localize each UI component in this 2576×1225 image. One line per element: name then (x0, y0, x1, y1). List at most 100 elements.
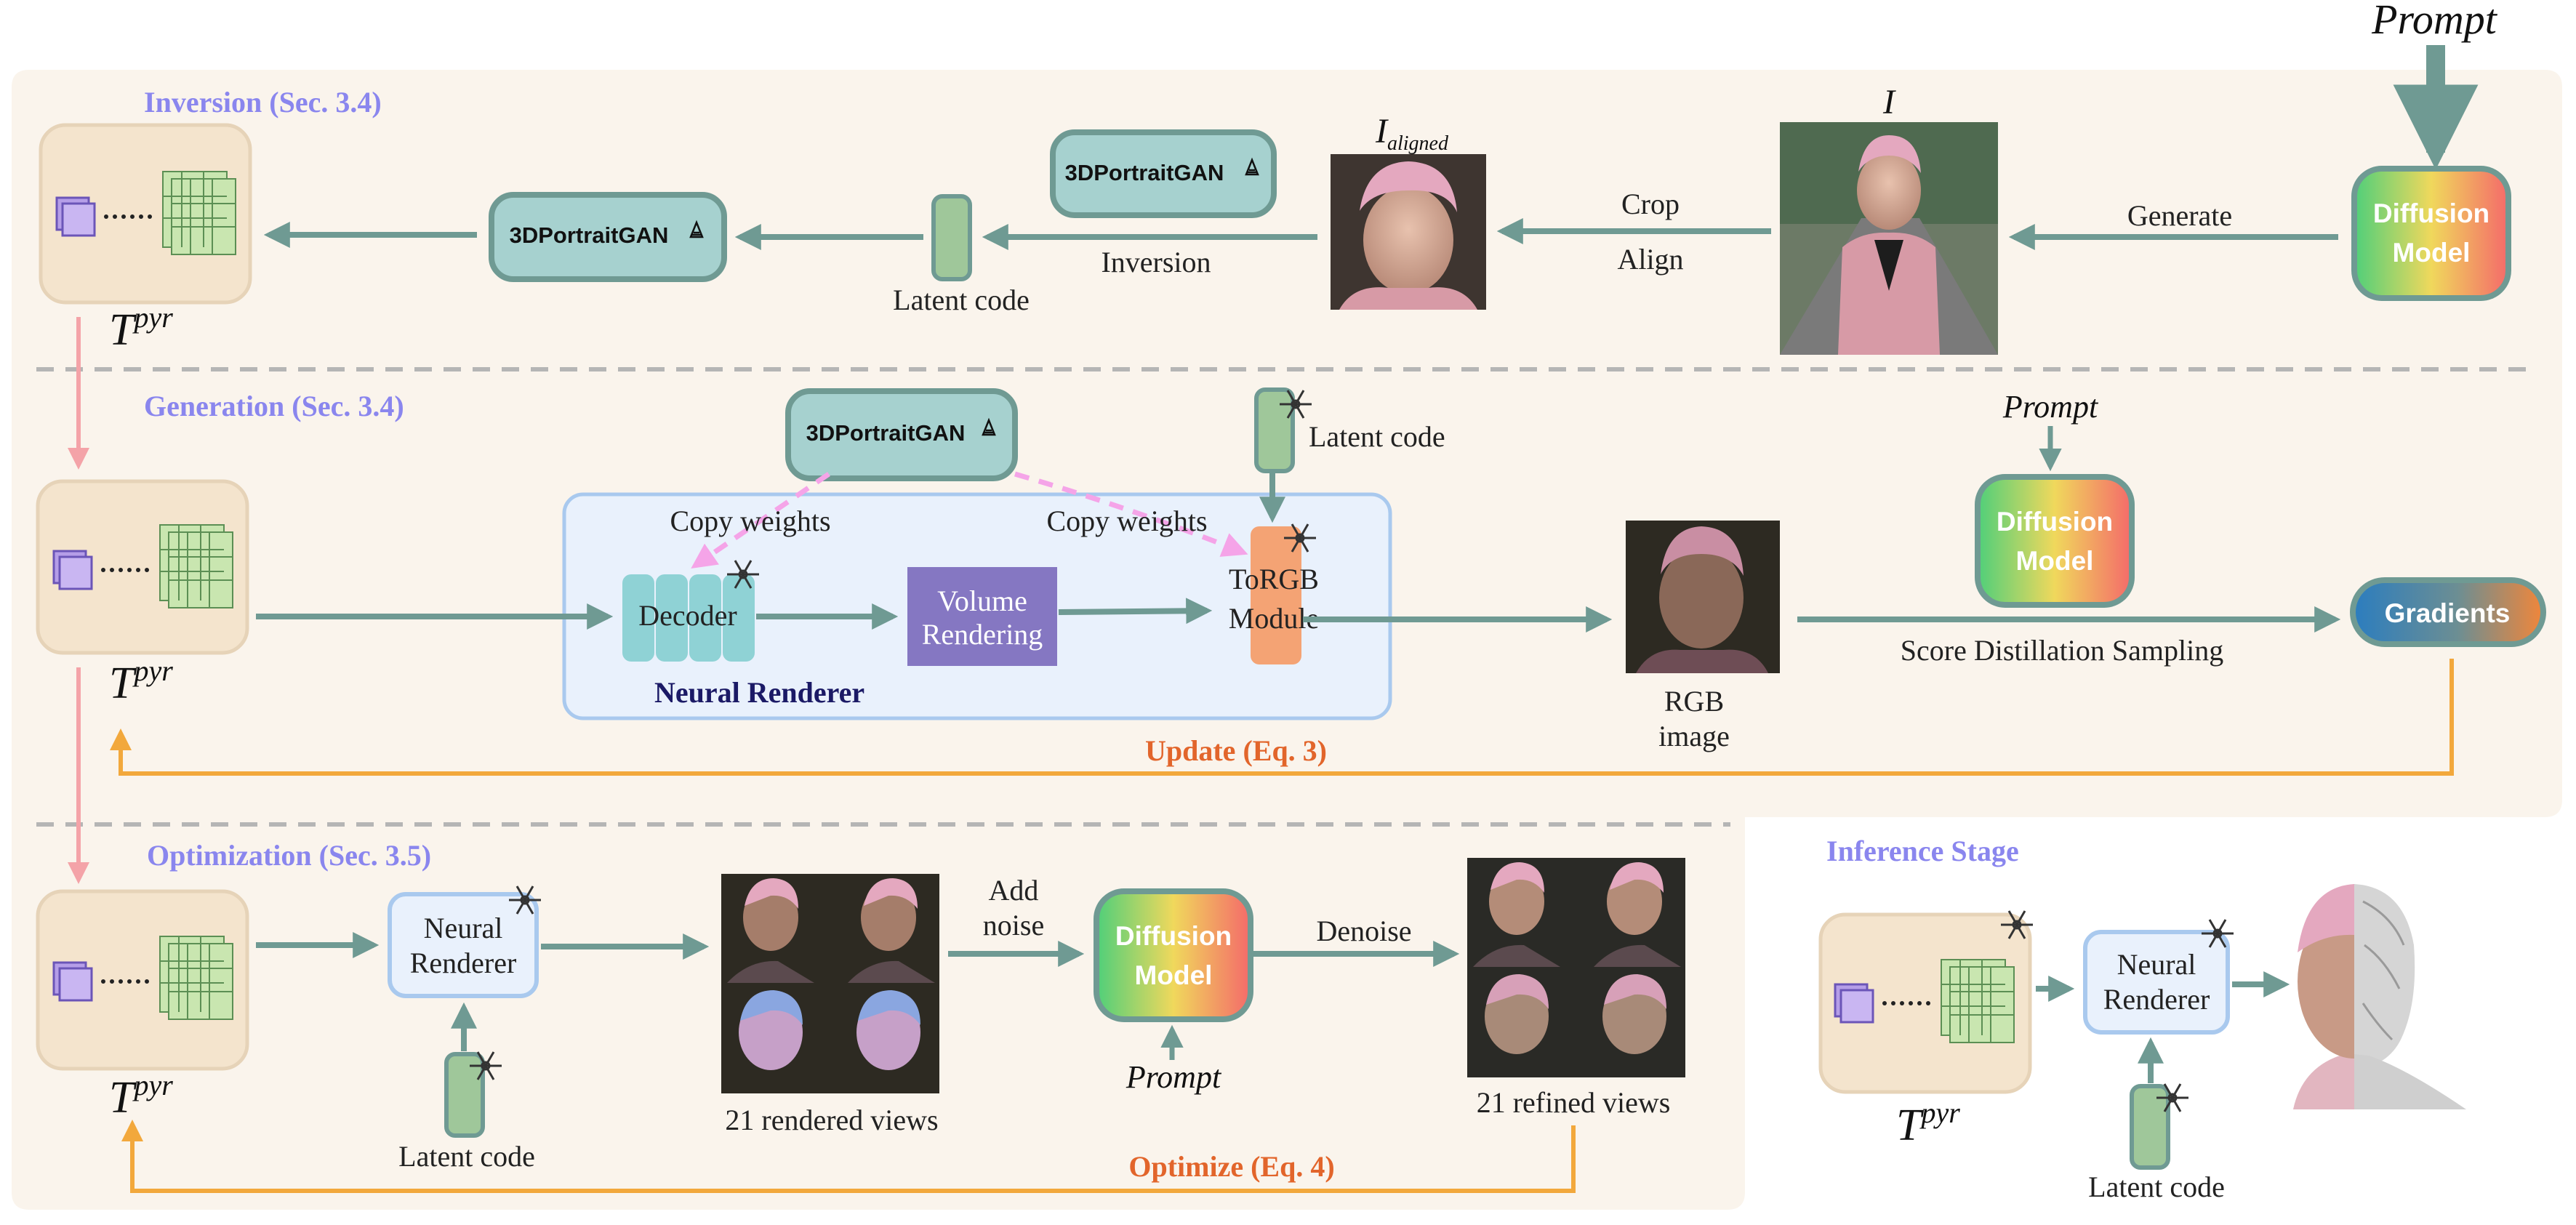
triplane-grid-icon (1941, 959, 2015, 1043)
neural-renderer-box-inference: Neural Renderer (2083, 930, 2230, 1035)
dots-icon (1882, 1001, 1930, 1005)
gan-icon (1245, 157, 1259, 176)
dots-icon (104, 214, 152, 219)
snowflake-icon-latent-3 (470, 1051, 502, 1080)
diffusion-model-box-3: Diffusion Model (1094, 888, 1253, 1022)
section-title-inversion: Inversion (Sec. 3.4) (144, 86, 382, 119)
latent-code-bar-1 (931, 194, 972, 281)
latent-code-bar-2 (1254, 387, 1295, 473)
tpyr-box-inference (1818, 912, 2032, 1094)
tpyr-label-3: Tpyr (109, 1069, 173, 1122)
volume-rendering-block: Volume Rendering (907, 567, 1057, 666)
gradients-box: Gradients (2350, 577, 2546, 647)
svg-text:Neural: Neural (424, 912, 503, 944)
snowflake-icon-latent-inference (2156, 1083, 2188, 1112)
generate-label: Generate (2127, 199, 2232, 232)
prompt-label-bottom: Prompt (1126, 1059, 1222, 1095)
gan-box-inversion-top: 3DPortraitGAN (1050, 129, 1277, 218)
latent-code-bar-inference (2130, 1084, 2170, 1170)
svg-text:Renderer: Renderer (2103, 983, 2210, 1016)
generated-portrait-image (1780, 122, 1998, 355)
optimize-arrow (121, 1120, 1576, 1193)
cube-icon (52, 961, 93, 1002)
prompt-label-mid: Prompt (2002, 389, 2099, 425)
diffusion-model-box-1: Diffusion Model (2351, 166, 2511, 301)
tpyr-box-2 (36, 479, 249, 655)
rgb-image-label-1: RGB (1664, 685, 1724, 718)
sds-label: Score Distillation Sampling (1901, 634, 2223, 667)
rendered-views-label: 21 rendered views (725, 1104, 938, 1136)
crop-label: Crop (1621, 188, 1680, 220)
cube-icon (52, 550, 93, 590)
snowflake-icon-tpyr-inference (2001, 910, 2033, 939)
latent-code-bar-3 (444, 1052, 485, 1138)
align-label: Align (1617, 243, 1683, 276)
cube-icon (55, 196, 96, 237)
gan-box-inversion-left: 3DPortraitGAN (489, 192, 727, 282)
add-noise-label-1: Add (989, 874, 1039, 907)
latent-code-label-1: Latent code (893, 284, 1030, 316)
svg-text:Volume: Volume (937, 585, 1027, 617)
latent-code-label-2: Latent code (1309, 420, 1445, 453)
svg-text:3DPortraitGAN: 3DPortraitGAN (806, 420, 966, 446)
tpyr-label-2: Tpyr (109, 654, 173, 708)
section-title-generation: Generation (Sec. 3.4) (144, 390, 404, 422)
svg-text:Diffusion: Diffusion (2373, 198, 2489, 228)
svg-text:Model: Model (1135, 960, 1213, 990)
inference-output-head (2293, 884, 2466, 1109)
gan-icon (689, 220, 704, 238)
dots-icon (101, 979, 149, 984)
svg-text:3DPortraitGAN: 3DPortraitGAN (510, 222, 669, 248)
diffusion-model-box-2: Diffusion Model (1975, 474, 2135, 608)
torgb-block: ToRGB Module (1229, 526, 1319, 664)
tpyr-box-1 (39, 123, 252, 305)
latent-code-label-3: Latent code (398, 1140, 535, 1173)
neural-renderer-title: Neural Renderer (654, 676, 864, 709)
svg-text:Gradients: Gradients (2385, 598, 2511, 628)
rendered-views-grid (721, 874, 939, 1093)
rgb-image-label-2: image (1658, 720, 1730, 752)
svg-text:Diffusion: Diffusion (1115, 921, 1232, 951)
svg-text:Diffusion: Diffusion (1997, 507, 2113, 537)
prompt-label-top: Prompt (2371, 0, 2498, 43)
svg-text:Decoder: Decoder (638, 599, 737, 632)
copy-weights-label-1: Copy weights (670, 505, 830, 537)
svg-text:Model: Model (2016, 546, 2094, 576)
copy-weights-label-2: Copy weights (1046, 505, 1207, 537)
triplane-grid-icon (159, 524, 233, 609)
decoder-block: Decoder (622, 574, 755, 662)
tpyr-box-3 (36, 889, 249, 1071)
snowflake-icon-renderer-inference (2202, 919, 2234, 948)
gan-box-generation: 3DPortraitGAN (785, 388, 1018, 481)
update-label: Update (Eq. 3) (1145, 734, 1327, 767)
add-noise-label-2: noise (983, 909, 1044, 941)
cube-icon (1834, 983, 1874, 1024)
aligned-image-label: Ialigned (1375, 112, 1449, 155)
svg-text:Neural: Neural (2117, 948, 2196, 981)
section-title-optimization: Optimization (Sec. 3.5) (147, 839, 431, 872)
inversion-label: Inversion (1101, 246, 1211, 278)
svg-text:Renderer: Renderer (410, 947, 517, 979)
tpyr-label-inference: Tpyr (1896, 1096, 1960, 1150)
latent-code-label-inference: Latent code (2088, 1170, 2225, 1203)
triplane-grid-icon (162, 171, 236, 255)
refined-views-grid (1467, 858, 1685, 1077)
snowflake-icon-decoder (727, 560, 759, 589)
refined-views-label: 21 refined views (1477, 1086, 1671, 1119)
arrow-volume-to-torgb (1058, 598, 1213, 624)
tpyr-label-1: Tpyr (109, 301, 173, 355)
svg-text:3DPortraitGAN: 3DPortraitGAN (1065, 160, 1224, 185)
generated-image-label: I (1882, 83, 1896, 121)
denoise-label: Denoise (1316, 915, 1411, 947)
aligned-portrait-image (1331, 154, 1486, 310)
optimize-label: Optimize (Eq. 4) (1128, 1150, 1334, 1183)
snowflake-icon-renderer-opt (509, 885, 541, 915)
neural-renderer-box-opt: Neural Renderer (388, 892, 539, 998)
update-arrow (110, 659, 2454, 776)
svg-text:Model: Model (2393, 238, 2471, 268)
dots-icon (101, 568, 149, 572)
rgb-image (1626, 521, 1780, 673)
triplane-grid-icon (159, 936, 233, 1020)
section-title-inference: Inference Stage (1826, 835, 2019, 867)
